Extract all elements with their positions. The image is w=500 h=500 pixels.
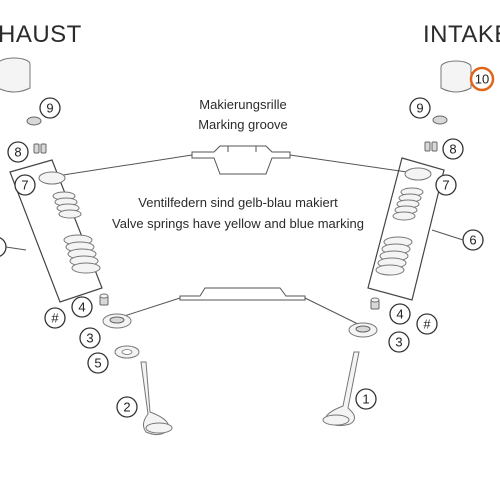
svg-text:10: 10 [475, 72, 489, 87]
svg-text:3: 3 [395, 335, 402, 350]
callout-intake-6: 6 [431, 229, 484, 251]
intake-retainer [404, 167, 432, 181]
svg-text:2: 2 [123, 400, 130, 415]
marking-groove-note-de: Makierungsrille [199, 97, 286, 112]
upper-groove-detail [62, 145, 408, 176]
svg-text:3: 3 [86, 331, 93, 346]
exhaust-spring-frame [9, 159, 103, 303]
svg-text:4: 4 [396, 307, 403, 322]
intake-spring-frame [367, 157, 445, 301]
exhaust-valve-springs [52, 191, 101, 274]
svg-text:9: 9 [416, 101, 423, 116]
spring-marking-note-en: Valve springs have yellow and blue marki… [112, 216, 364, 231]
callout-exhaust-5: 5 [87, 352, 109, 374]
callout-intake-9: 9 [409, 97, 431, 119]
intake-valve [322, 351, 360, 427]
callout-intake-1: 1 [355, 388, 377, 410]
svg-text:8: 8 [449, 142, 456, 157]
exhaust-tappet [0, 57, 31, 93]
exhaust-valve-seal [99, 293, 109, 306]
svg-text:7: 7 [21, 178, 28, 193]
exhaust-valve [140, 361, 173, 436]
callout-exhaust-8: 8 [7, 141, 29, 163]
exhaust-parts [0, 57, 173, 436]
marking-groove-note-en: Marking groove [198, 117, 288, 132]
exhaust-shim [26, 116, 42, 126]
svg-text:#: # [51, 311, 59, 326]
exhaust-retainer [38, 171, 66, 185]
callout-intake-hash: # [416, 313, 438, 335]
callout-exhaust-4: 4 [71, 296, 93, 318]
callout-intake-10: 10 [469, 66, 495, 92]
callout-exhaust-2: 2 [116, 396, 138, 418]
intake-header: INTAKE [423, 21, 500, 48]
intake-parts [322, 60, 472, 427]
callout-exhaust-6-partial [0, 237, 27, 257]
callout-exhaust-3: 3 [79, 327, 101, 349]
intake-keepers [424, 141, 438, 152]
callout-intake-4: 4 [389, 303, 411, 325]
intake-tappet [440, 60, 472, 93]
exhaust-header: HAUST [0, 21, 82, 48]
svg-text:1: 1 [362, 392, 369, 407]
callout-exhaust-hash: # [44, 307, 66, 329]
svg-text:5: 5 [94, 356, 101, 371]
spring-marking-note-de: Ventilfedern sind gelb-blau makiert [138, 195, 338, 210]
svg-text:4: 4 [78, 300, 85, 315]
lower-groove-detail [117, 287, 361, 326]
intake-shim [432, 115, 448, 125]
callout-intake-8: 8 [442, 138, 464, 160]
svg-text:7: 7 [442, 178, 449, 193]
svg-text:6: 6 [469, 233, 476, 248]
svg-text:8: 8 [14, 145, 21, 160]
callout-exhaust-7: 7 [14, 174, 36, 196]
intake-valve-springs [375, 187, 424, 276]
svg-text:9: 9 [46, 101, 53, 116]
callout-intake-3: 3 [388, 331, 410, 353]
callout-intake-7: 7 [435, 174, 457, 196]
callout-exhaust-9: 9 [39, 97, 61, 119]
exhaust-keepers [33, 143, 47, 154]
svg-text:#: # [423, 317, 431, 332]
intake-valve-seal [370, 297, 380, 310]
